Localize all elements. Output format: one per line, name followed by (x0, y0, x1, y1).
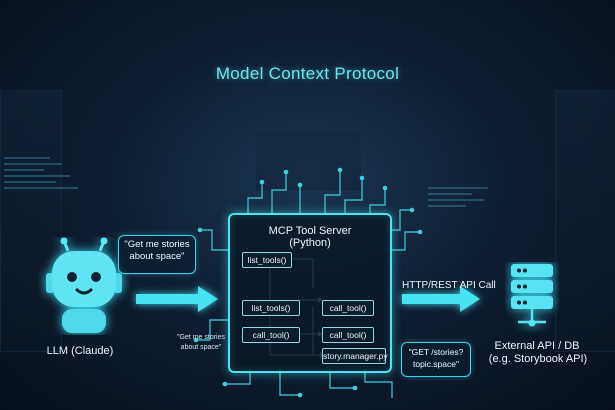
http-call-label: HTTP/REST API Call (402, 280, 496, 291)
circuit-trace (388, 231, 420, 251)
background-code-line (428, 187, 488, 189)
arrow-right-icon (136, 286, 218, 312)
trace-node (297, 392, 303, 398)
circuit-trace (369, 188, 386, 213)
note-text-line: "Get me stories (177, 334, 225, 341)
background-code-line (4, 157, 50, 159)
trace-node (417, 229, 423, 235)
background-code-line (428, 193, 472, 195)
llm-label: LLM (Claude) (46, 345, 114, 357)
api-sublabel: (e.g. Storybook API) (488, 353, 588, 365)
background-rack-right (555, 90, 615, 352)
list-tools-box: list_tools() (242, 252, 292, 268)
trace-node (409, 207, 415, 213)
background-rack-left (0, 90, 62, 352)
trace-node (352, 385, 358, 391)
trace-node (337, 167, 343, 173)
circuit-trace (200, 229, 228, 251)
trace-node (297, 182, 303, 188)
trace-node (359, 175, 365, 181)
diagram-title: Model Context Protocol (215, 64, 400, 83)
background-code-line (4, 163, 62, 165)
background-corridor (255, 130, 362, 192)
call-tool-box: call_tool() (322, 327, 374, 343)
trace-node (382, 185, 388, 191)
request-note: "Get me stories about space" (166, 333, 236, 353)
circuit-trace (225, 369, 251, 385)
circuit-trace (247, 182, 263, 213)
call-tool-box: call_tool() (322, 300, 374, 316)
bubble-text-line: about space" (129, 251, 185, 262)
background-code-line (428, 205, 466, 207)
circuit-trace (271, 172, 287, 213)
note-text-line: about space" (180, 344, 222, 351)
background-code-line (4, 181, 56, 183)
trace-node (283, 169, 289, 175)
bubble-text-line: "Get me stories (124, 239, 190, 250)
arrow-right-icon (402, 286, 480, 312)
circuit-trace (324, 170, 341, 213)
background-code-line (4, 169, 44, 171)
circuit-trace (344, 178, 363, 213)
api-label: External API / DB (494, 340, 580, 352)
circuit-trace (329, 369, 355, 389)
trace-node (222, 381, 228, 387)
trace-node (193, 337, 199, 343)
circuit-trace (196, 319, 228, 341)
server-title-line: MCP Tool Server (268, 225, 352, 237)
trace-node (197, 227, 203, 233)
story-manager-box: story.manager.py (322, 348, 388, 364)
background-code-line (4, 175, 70, 177)
http-speech-bubble: "GET /stories? topic.space" (401, 342, 471, 377)
call-tool-box: call_tool() (242, 327, 300, 343)
background-code-line (428, 199, 484, 201)
llm-speech-bubble: "Get me stories about space" (118, 235, 196, 274)
bubble-text-line: "GET /stories? (408, 347, 464, 357)
database-server-icon (511, 264, 553, 327)
background-code-line (4, 187, 78, 189)
bubble-text-line: topic.space" (412, 359, 459, 369)
circuit-trace (364, 369, 393, 398)
list-tools-box: list_tools() (242, 300, 300, 316)
robot-icon (38, 237, 130, 335)
server-title: MCP Tool Server (Python) (228, 225, 392, 249)
server-title-line: (Python) (289, 237, 331, 249)
circuit-trace (279, 369, 300, 396)
trace-node (259, 179, 265, 185)
circuit-trace (388, 209, 412, 231)
mcp-server-panel (228, 213, 392, 373)
